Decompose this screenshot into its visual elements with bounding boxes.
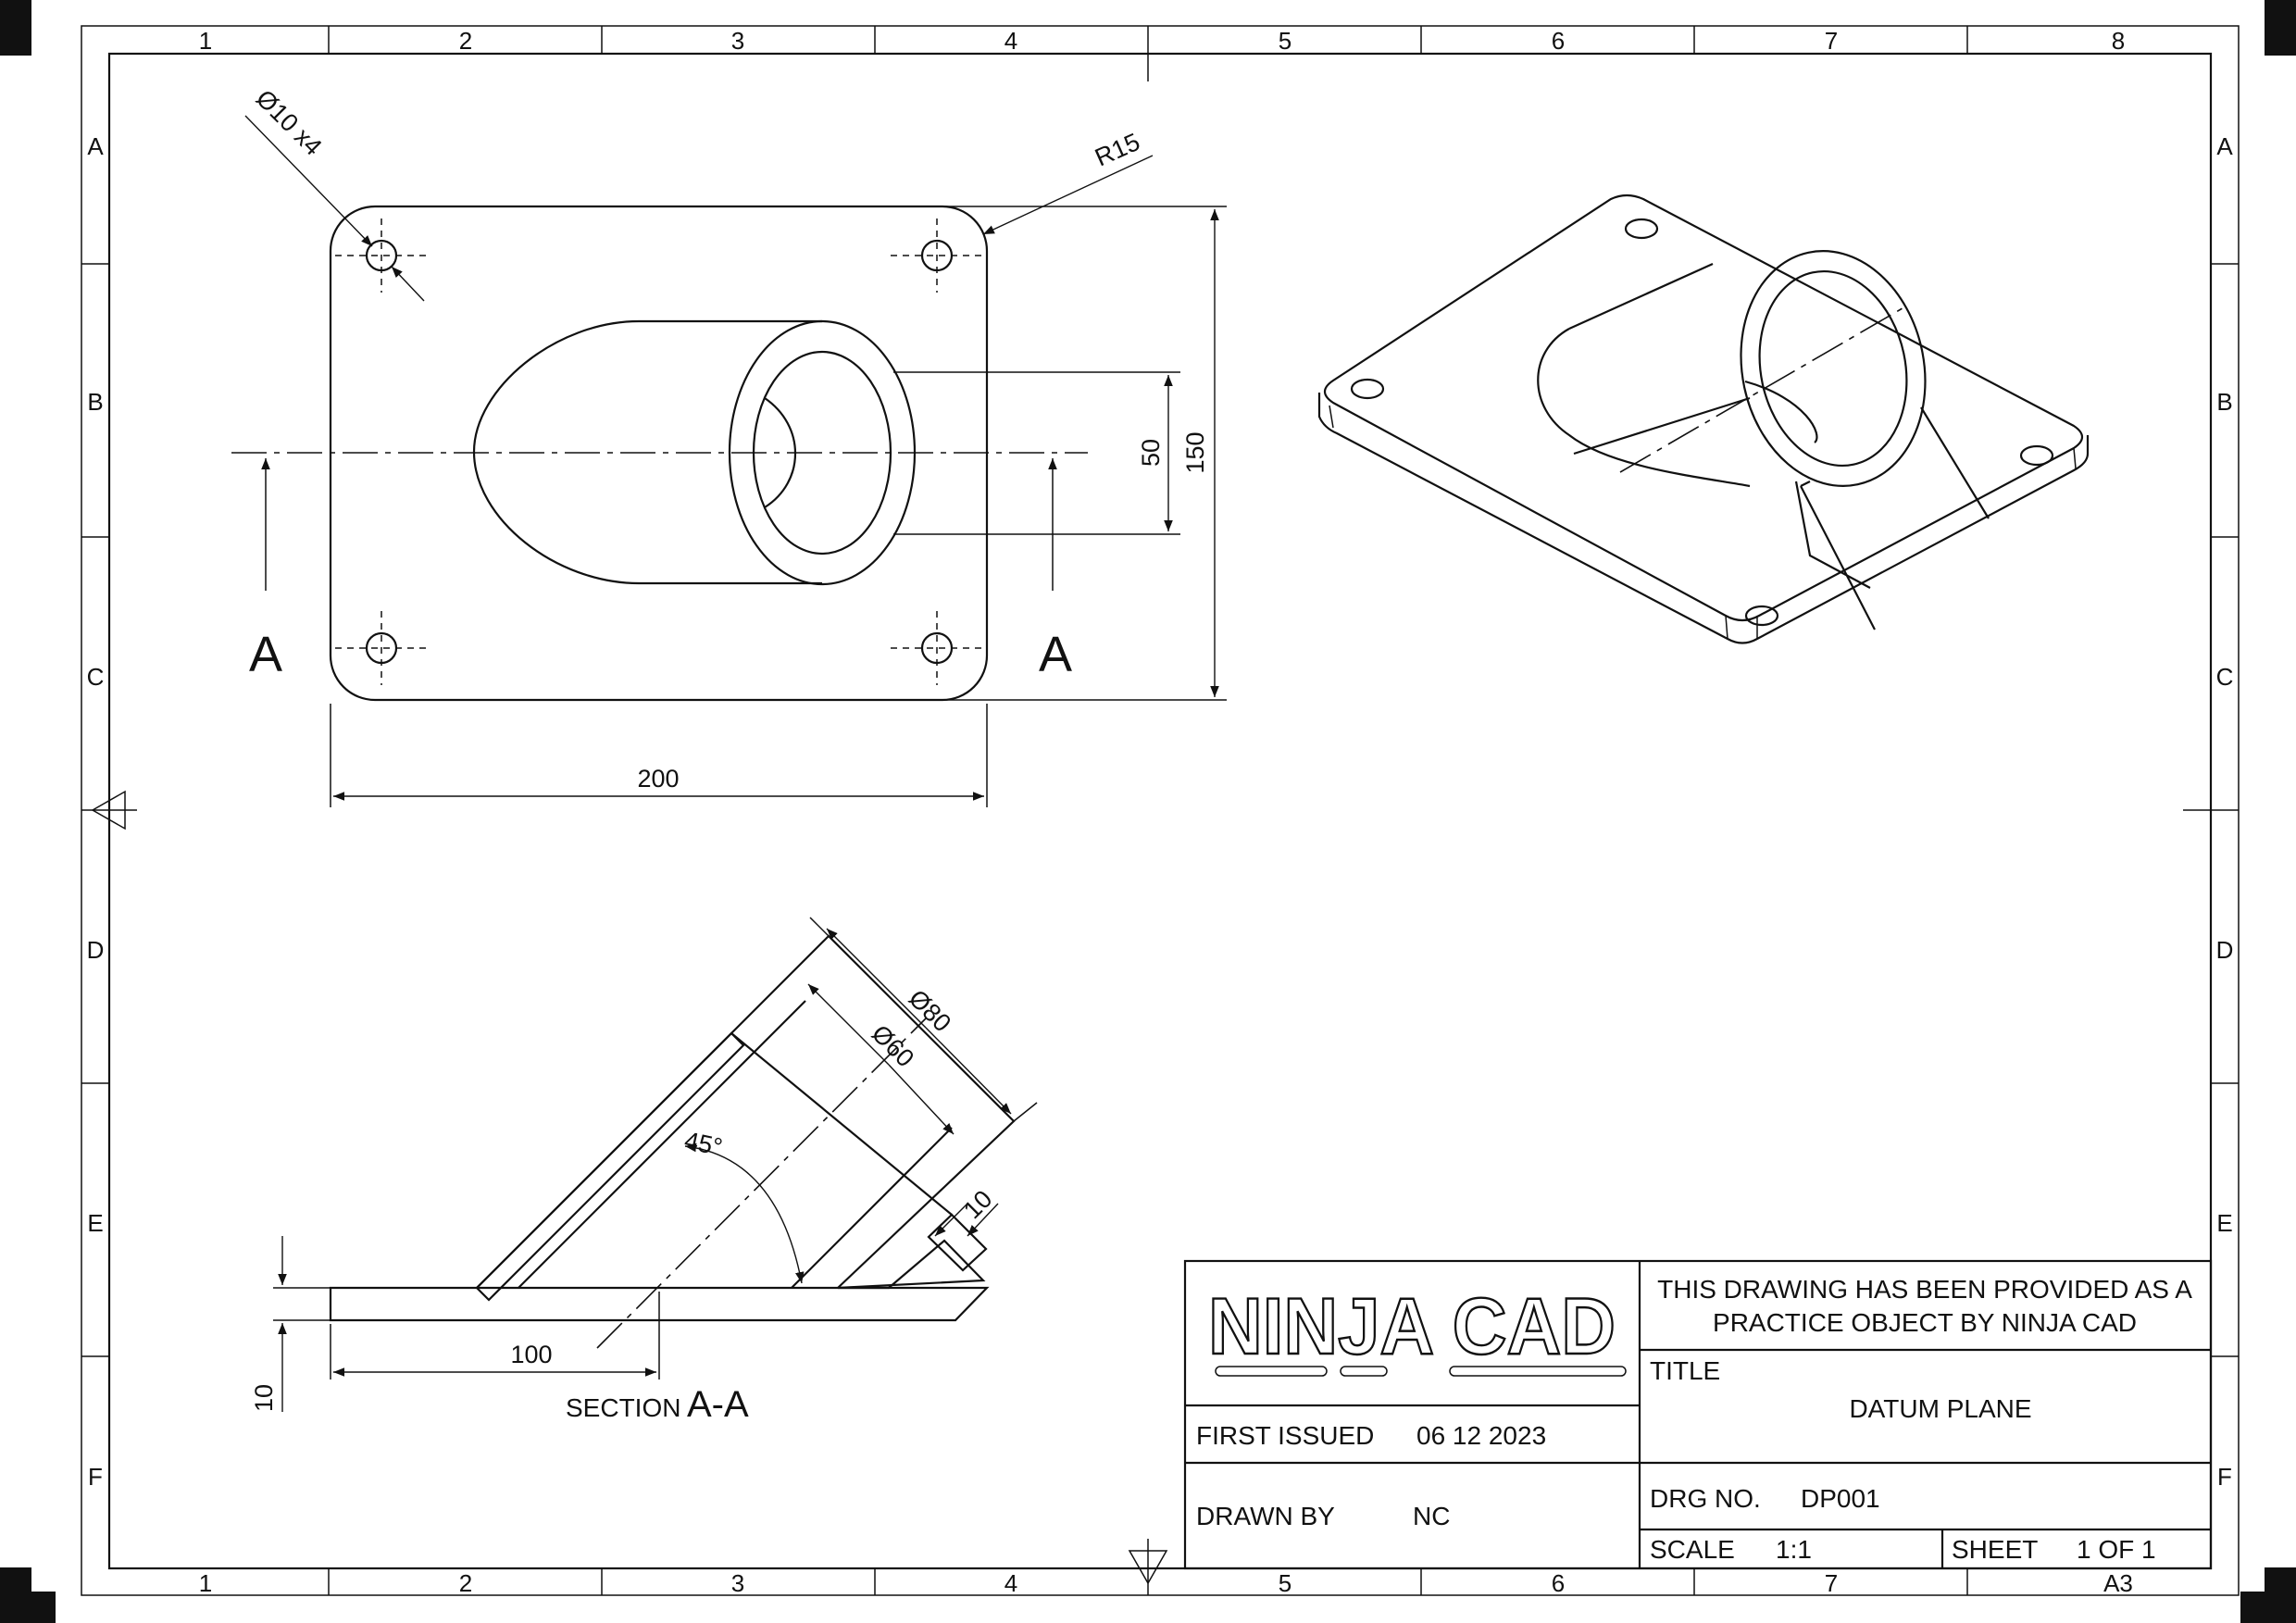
iso-cylinder-inner	[1758, 269, 1908, 468]
col-label-3-top: 3	[731, 27, 744, 55]
ninja-cad-logo: NINJA CAD	[1207, 1281, 1627, 1377]
drawn-by-value: NC	[1413, 1502, 1450, 1530]
wall-thickness-dimension: 10	[958, 1185, 997, 1224]
notice-line-2: PRACTICE OBJECT BY NINJA CAD	[1713, 1308, 2137, 1337]
first-issued-label: FIRST ISSUED	[1196, 1421, 1374, 1450]
plan-view: A A Ø10 x4 R15 150 50 200	[231, 84, 1227, 807]
scale-value: 1:1	[1776, 1535, 1812, 1564]
centring-mark-left	[91, 790, 126, 830]
height-dimension: 150	[1181, 431, 1209, 473]
col-label-2-bottom: 2	[459, 1569, 472, 1597]
sheet-value: 1 OF 1	[2077, 1535, 2156, 1564]
outer-diameter-dimension: Ø80	[904, 984, 956, 1037]
row-label-a-right: A	[2216, 132, 2233, 160]
row-label-c-left: C	[87, 663, 105, 691]
section-wall-left	[475, 1031, 745, 1302]
row-label-b-right: B	[2216, 388, 2232, 416]
row-labels-left: A B C D E F	[87, 132, 105, 1491]
row-label-e-right: E	[2216, 1209, 2232, 1237]
iso-plate-top	[1323, 194, 2084, 622]
notice-line-1: THIS DRAWING HAS BEEN PROVIDED AS A	[1657, 1275, 2192, 1304]
col-label-5-bottom: 5	[1279, 1569, 1292, 1597]
col-label-6-top: 6	[1552, 27, 1565, 55]
inner-diameter-dimension: Ø60	[867, 1019, 919, 1072]
col-label-1-top: 1	[199, 27, 212, 55]
first-issued-value: 06 12 2023	[1416, 1421, 1546, 1450]
scale-label: SCALE	[1650, 1535, 1735, 1564]
inner-dimension: 50	[1137, 439, 1165, 467]
column-labels-bottom: 1 2 3 4 5 6 7 A3	[199, 1569, 2133, 1597]
row-label-e-left: E	[87, 1209, 103, 1237]
mounting-holes	[335, 218, 983, 685]
col-label-8-top: 8	[2112, 27, 2125, 55]
row-label-f-right: F	[2217, 1463, 2232, 1491]
col-label-7-top: 7	[1825, 27, 1838, 55]
title-value: DATUM PLANE	[1849, 1394, 2031, 1423]
zone-dividers	[81, 26, 2239, 1595]
row-labels-right: A B C D E F	[2216, 132, 2234, 1491]
title-label: TITLE	[1650, 1356, 1720, 1385]
length-dimension: 100	[510, 1341, 552, 1368]
section-mark-right: A	[1039, 627, 1072, 682]
base-plate-outline	[329, 205, 989, 702]
col-label-4-top: 4	[1004, 27, 1017, 55]
row-label-b-left: B	[87, 388, 103, 416]
iso-mounting-holes	[1350, 218, 2054, 627]
section-caption-id: A-A	[687, 1384, 749, 1425]
section-caption-prefix: SECTION	[566, 1393, 680, 1422]
drawing-border	[81, 25, 2240, 1596]
col-label-4-bottom: 4	[1004, 1569, 1017, 1597]
iso-cylinder-outer	[1740, 250, 1927, 487]
row-label-a-left: A	[87, 132, 104, 160]
row-label-c-right: C	[2216, 663, 2234, 691]
logo-text: NINJA CAD	[1208, 1282, 1616, 1371]
hole-diameter-callout: Ø10 x4	[251, 84, 328, 161]
isometric-view	[1317, 194, 2090, 644]
section-mark-left: A	[249, 627, 282, 682]
drawn-by-label: DRAWN BY	[1196, 1502, 1335, 1530]
row-label-d-left: D	[87, 936, 105, 964]
sheet-size-label: A3	[2103, 1569, 2133, 1597]
col-label-5-top: 5	[1279, 27, 1292, 55]
row-label-d-right: D	[2216, 936, 2234, 964]
drawing-number-value: DP001	[1801, 1484, 1880, 1513]
sheet-label: SHEET	[1952, 1535, 2038, 1564]
column-labels-top: 1 2 3 4 5 6 7 8	[199, 27, 2125, 55]
col-label-3-bottom: 3	[731, 1569, 744, 1597]
col-label-6-bottom: 6	[1552, 1569, 1565, 1597]
angle-dimension: 45°	[682, 1127, 725, 1162]
thickness-dimension: 10	[250, 1384, 278, 1412]
drawing-number-label: DRG NO.	[1650, 1484, 1761, 1513]
width-dimension: 200	[637, 765, 679, 793]
corner-radius-callout: R15	[1091, 128, 1143, 172]
cylinder-body	[472, 319, 822, 585]
col-label-7-bottom: 7	[1825, 1569, 1838, 1597]
section-view: 45° Ø80 Ø60 10 100 10 SECTION A-A	[250, 917, 1038, 1425]
title-block: NINJA CAD THIS DRAWING HAS BEEN PROVIDED…	[1183, 1259, 2213, 1570]
row-label-f-left: F	[88, 1463, 103, 1491]
col-label-1-bottom: 1	[199, 1569, 212, 1597]
col-label-2-top: 2	[459, 27, 472, 55]
